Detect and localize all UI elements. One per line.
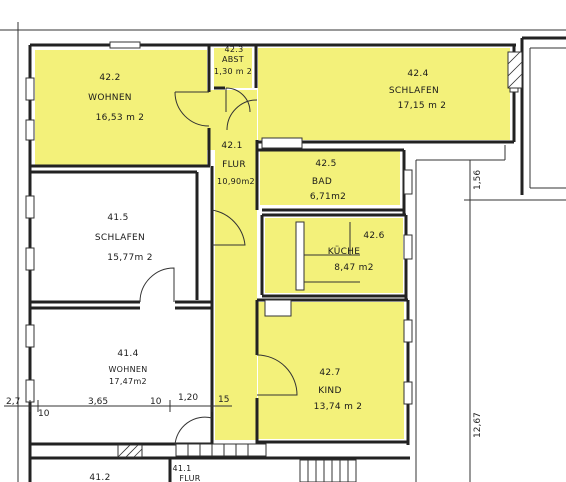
room-number-wohnen-414: 41.4 [117, 349, 138, 359]
hatch-tr-1 [507, 51, 521, 65]
window-right-1 [403, 169, 413, 195]
room-fill-bad-425 [260, 150, 400, 205]
hatch-top-right [507, 51, 523, 89]
room-name-bad-425: BAD [312, 177, 332, 187]
hatch-box [117, 444, 143, 458]
room-name-kind-427: KIND [318, 386, 341, 396]
window-right-4 [403, 381, 413, 405]
room-fill-abst-423 [214, 48, 252, 88]
stairs [299, 459, 357, 482]
entrance-railing [175, 443, 267, 457]
window-right-2 [403, 234, 413, 260]
door-abst [225, 87, 251, 113]
window-right-3 [403, 319, 413, 343]
window-top-1 [109, 41, 141, 49]
hatch-1 [117, 444, 131, 458]
dim-label-10a: 10 [38, 409, 50, 419]
hatch-3 [133, 448, 143, 458]
dim-label-15: 15 [218, 395, 229, 405]
doors [139, 87, 298, 446]
room-name-flur-411: FLUR [179, 474, 200, 482]
room-area-schlafen-415: 15,77m 2 [107, 253, 153, 263]
room-area-kueche-426: 8,47 m2 [334, 263, 374, 273]
dimension-lines [4, 159, 566, 482]
room-area-wohnen-414: 17,47m2 [109, 377, 147, 386]
room-area-abst-423: 1,30 m 2 [214, 67, 252, 76]
shaft-box [264, 299, 292, 317]
room-fill-wohnen-422 [35, 50, 207, 165]
room-name-flur-421: FLUR [222, 160, 246, 170]
dimension-labels: 2,7 10 3,65 10 1,20 15 1,56 12,67 [6, 170, 483, 438]
window-left-2 [25, 119, 35, 141]
room-area-schlafen-424: 17,15 m 2 [398, 101, 447, 111]
bath-box [261, 137, 303, 149]
dim-label-27: 2,7 [6, 397, 20, 407]
room-number-flur-411: 41.1 [172, 464, 191, 473]
room-number-flur-421: 42.1 [221, 141, 242, 151]
highlighted-unit [35, 48, 510, 440]
railing-box [175, 443, 267, 457]
room-name-schlafen-415: SCHLAFEN [95, 233, 145, 243]
room-number-partial-412: 41.2 [89, 473, 110, 482]
room-area-kind-427: 13,74 m 2 [314, 402, 363, 412]
room-fill-flur-421-upper [207, 90, 257, 150]
window-left-4 [25, 247, 35, 271]
room-name-kueche-426: KÜCHE [328, 246, 361, 257]
door-kind [256, 354, 298, 396]
door-wohnen-422 [174, 91, 210, 127]
room-name-wohnen-414: WOHNEN [108, 365, 147, 374]
room-area-wohnen-422: 16,53 m 2 [96, 113, 145, 123]
room-labels: 42.2 WOHNEN 16,53 m 2 42.3 ABST 1,30 m 2… [88, 45, 446, 482]
room-number-kind-427: 42.7 [319, 368, 340, 378]
room-fill-kind-427 [258, 302, 404, 439]
dim-label-365: 3,65 [88, 397, 108, 407]
hatch-tr-3 [507, 73, 523, 89]
door-entrance [174, 416, 213, 446]
fixtures [117, 51, 523, 482]
room-number-schlafen-424: 42.4 [407, 69, 428, 79]
window-left-1 [25, 77, 35, 101]
dim-label-120: 1,20 [178, 393, 198, 403]
room-area-bad-425: 6,71m2 [310, 192, 346, 202]
room-number-abst-423: 42.3 [224, 45, 243, 54]
stair-block [299, 459, 357, 482]
room-name-schlafen-424: SCHLAFEN [389, 86, 439, 96]
room-number-bad-425: 42.5 [315, 159, 336, 169]
dim-label-156: 1,56 [473, 170, 483, 190]
room-number-kueche-426: 42.6 [363, 231, 384, 241]
room-name-wohnen-422: WOHNEN [88, 93, 132, 103]
room-number-wohnen-422: 42.2 [99, 73, 120, 83]
door-flur-upper [226, 99, 258, 131]
hatch-tr-2 [507, 61, 523, 77]
door-schlafen-415-b [139, 267, 175, 303]
window-left-3 [25, 195, 35, 219]
room-fill-schlafen-424 [258, 48, 510, 140]
window-left-6 [25, 379, 35, 403]
kitchen-counter [295, 221, 305, 291]
door-schlafen-415 [211, 209, 246, 246]
hatch-entrance [117, 444, 143, 458]
hatch-2 [125, 444, 139, 458]
room-name-abst-423: ABST [222, 55, 244, 64]
room-area-flur-421: 10,90m2 [217, 177, 255, 186]
dim-label-10b: 10 [150, 397, 162, 407]
room-number-schlafen-415: 41.5 [107, 213, 128, 223]
dim-label-1267: 12,67 [473, 412, 483, 438]
window-left-5 [25, 324, 35, 348]
